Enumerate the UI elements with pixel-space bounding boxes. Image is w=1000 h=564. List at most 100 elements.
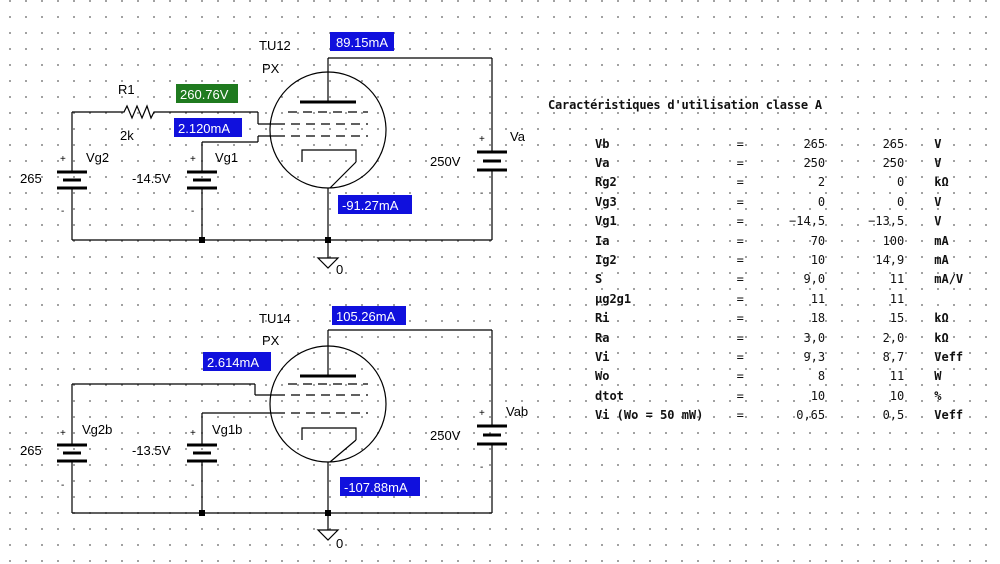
vab-minus: - bbox=[480, 462, 483, 473]
spec-value-2: 0 bbox=[897, 194, 905, 209]
spec-equals: = bbox=[736, 156, 744, 171]
spec-equals: = bbox=[736, 194, 744, 209]
spec-value-1: 9,3 bbox=[803, 349, 826, 364]
spec-name: Ra bbox=[595, 330, 610, 345]
vg2-label: Vg2 bbox=[86, 150, 109, 165]
spec-value-1: 250 bbox=[803, 156, 826, 171]
junction-dot bbox=[199, 237, 205, 243]
vg2b-plus: + bbox=[60, 428, 66, 439]
battery-vg2b[interactable] bbox=[57, 443, 87, 463]
spec-value-1: 265 bbox=[803, 136, 826, 151]
va-plus: + bbox=[479, 134, 485, 145]
vg1b-minus: - bbox=[191, 480, 194, 491]
probe-anode-current[interactable] bbox=[330, 32, 394, 51]
vg2b-label: Vg2b bbox=[82, 422, 112, 437]
spec-value-1: 0 bbox=[817, 194, 826, 209]
probe-cathode-current[interactable] bbox=[338, 195, 412, 214]
spec-value-1: 10 bbox=[810, 388, 826, 403]
spec-row: Va = 250 250 V bbox=[595, 153, 988, 172]
spec-name: dtot bbox=[595, 388, 624, 403]
ground-label: 0 bbox=[336, 536, 343, 551]
spec-value-1: 8 bbox=[817, 369, 826, 384]
vg2-plus: + bbox=[60, 154, 66, 165]
resistor-name: R1 bbox=[118, 82, 135, 97]
spec-unit bbox=[904, 289, 988, 308]
spec-unit: V bbox=[934, 214, 942, 229]
battery-vg1[interactable] bbox=[187, 170, 217, 190]
vg1b-plus: + bbox=[190, 428, 196, 439]
spec-unit: kΩ bbox=[934, 175, 949, 190]
probe-screen-voltage[interactable] bbox=[176, 84, 238, 103]
spec-value-2: 11 bbox=[889, 291, 905, 306]
spec-equals: = bbox=[736, 214, 744, 229]
spec-name: Vg1 bbox=[595, 214, 617, 229]
resistor-value: 2k bbox=[120, 128, 134, 143]
ground-label: 0 bbox=[336, 262, 343, 277]
vg1b-label: Vg1b bbox=[212, 422, 242, 437]
spec-equals: = bbox=[736, 349, 744, 364]
spec-unit: mA bbox=[934, 233, 949, 248]
spec-equals: = bbox=[736, 272, 744, 287]
tube-specifications: Caractéristiques d'utilisation classe A … bbox=[548, 98, 988, 425]
probe-screen-voltage-value: 260.76V bbox=[180, 87, 229, 102]
vab-plus: + bbox=[479, 408, 485, 419]
spec-name: Ia bbox=[595, 233, 610, 248]
spec-name: µg2g1 bbox=[595, 291, 632, 306]
probe-cathode-current-value: -107.88mA bbox=[344, 480, 408, 495]
spec-value-1: 9,0 bbox=[803, 272, 826, 287]
spec-equals: = bbox=[736, 369, 744, 384]
spec-value-2: 8,7 bbox=[882, 349, 905, 364]
spec-value-2: 2,0 bbox=[882, 330, 905, 345]
spec-value-2: 250 bbox=[882, 156, 905, 171]
probe-screen-current[interactable] bbox=[203, 352, 271, 371]
vg1-minus: - bbox=[191, 206, 194, 217]
battery-vg1b[interactable] bbox=[187, 443, 217, 463]
spec-unit: V bbox=[934, 136, 942, 151]
tube-model: PX bbox=[262, 61, 280, 76]
spec-unit: kΩ bbox=[934, 330, 949, 345]
vab-value: 250V bbox=[430, 428, 461, 443]
spec-unit: V bbox=[934, 194, 942, 209]
spec-name: Vg3 bbox=[595, 194, 617, 209]
spec-value-1: 11 bbox=[810, 291, 826, 306]
tube-model: PX bbox=[262, 333, 280, 348]
spec-value-2: 0 bbox=[897, 175, 905, 190]
spec-name: Ig2 bbox=[595, 253, 617, 268]
probe-cathode-current[interactable] bbox=[340, 477, 420, 496]
vg2b-value: 265 bbox=[20, 443, 42, 458]
vg1b-value: -13.5V bbox=[132, 443, 171, 458]
circuit-2: + - Vg2b 265 + - Vg1b -13.5V bbox=[20, 306, 528, 551]
vab-label: Vab bbox=[506, 404, 528, 419]
ground-icon bbox=[316, 529, 340, 541]
probe-screen-current[interactable] bbox=[174, 118, 242, 137]
probe-screen-current-value: 2.120mA bbox=[178, 121, 230, 136]
spec-name: Ri bbox=[595, 311, 610, 326]
probe-anode-current[interactable] bbox=[332, 306, 406, 325]
battery-vab[interactable] bbox=[477, 424, 507, 446]
spec-name: Va bbox=[595, 156, 610, 171]
battery-vg2[interactable] bbox=[57, 170, 87, 190]
vg2-minus: - bbox=[61, 206, 64, 217]
spec-value-1: 3,0 bbox=[803, 330, 826, 345]
spec-title: Caractéristiques d'utilisation classe A bbox=[548, 98, 822, 112]
circuit-1: + - Vg2 265 + - Vg1 -14.5V bbox=[20, 32, 526, 277]
spec-value-1: 10 bbox=[810, 253, 826, 268]
spec-value-2: 15 bbox=[889, 311, 905, 326]
spec-equals: = bbox=[736, 253, 744, 268]
spec-equals: = bbox=[736, 388, 744, 403]
vg1-plus: + bbox=[190, 154, 196, 165]
tube-name: TU14 bbox=[259, 311, 291, 326]
resistor-r1[interactable] bbox=[118, 104, 160, 120]
spec-value-2: 100 bbox=[882, 233, 905, 248]
spec-unit: V bbox=[934, 156, 942, 171]
spec-name: Vb bbox=[595, 136, 610, 151]
battery-va[interactable] bbox=[477, 150, 507, 172]
